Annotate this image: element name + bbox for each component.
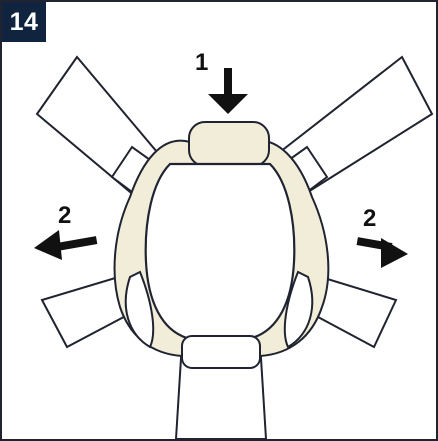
press-label: 1 [195,49,208,76]
pull-left-label: 2 [58,202,71,229]
pull-right-label: 2 [363,205,376,232]
buckle [113,121,330,369]
buckle-center-window [144,162,296,340]
arrow-left-icon [34,230,98,260]
pull-left-arrow: 2 [34,202,98,260]
arrow-down-icon [208,68,248,114]
left-clip [124,270,155,349]
right-clip [283,270,314,349]
step-number-badge: 14 [2,2,46,42]
arrow-right-icon [356,237,408,268]
crotch-tab [181,335,261,369]
release-button [188,121,270,167]
press-arrow: 1 [195,49,248,114]
pull-right-arrow: 2 [356,205,408,268]
